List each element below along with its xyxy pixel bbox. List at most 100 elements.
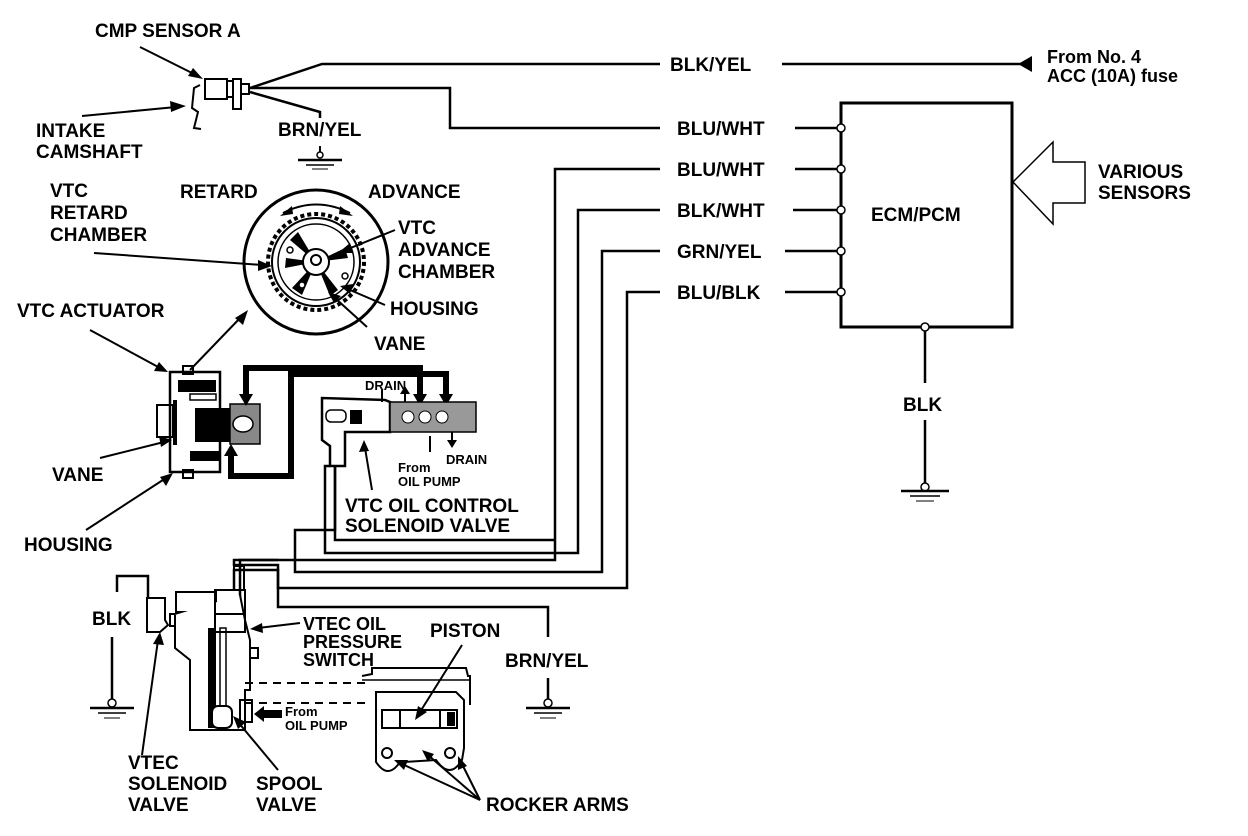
vtc-retard-chamber-label-3: CHAMBER bbox=[50, 225, 147, 246]
wire-label-grn-yel: GRN/YEL bbox=[677, 242, 762, 263]
arrowhead bbox=[154, 362, 168, 372]
housing-top-label: HOUSING bbox=[390, 299, 479, 320]
intake-camshaft-label-2: CAMSHAFT bbox=[36, 142, 143, 163]
arrowhead bbox=[258, 260, 272, 271]
wire-brn-yel-switch bbox=[238, 563, 550, 637]
arrowhead bbox=[394, 760, 408, 770]
vtc-oil-control-label-2: SOLENOID VALVE bbox=[345, 516, 510, 537]
various-sensors-label-2: SENSORS bbox=[1098, 183, 1191, 204]
cmp-sensor-label: CMP SENSOR A bbox=[95, 21, 241, 42]
arrowhead bbox=[188, 68, 203, 79]
vtc-retard-chamber-label-1: VTC bbox=[50, 181, 88, 202]
fuse-source-label-2: ACC (10A) fuse bbox=[1047, 66, 1178, 86]
oil-line-retard bbox=[243, 365, 423, 400]
housing-left-arrow bbox=[85, 477, 167, 531]
wire-label-blk-vtec: BLK bbox=[92, 609, 131, 630]
retard-chamber-arrow bbox=[93, 252, 263, 266]
vane-left-label: VANE bbox=[52, 465, 103, 486]
spool-valve-label-1: SPOOL bbox=[256, 774, 323, 795]
wire-label-blu-blk: BLU/BLK bbox=[677, 283, 761, 304]
wire-label-blk-ecm: BLK bbox=[903, 395, 942, 416]
wire-blk-wht bbox=[323, 208, 660, 555]
wire-label-blu-wht-2: BLU/WHT bbox=[677, 160, 765, 181]
fuse-arrow-icon bbox=[1018, 56, 1032, 72]
vtc-advance-chamber-label-1: VTC bbox=[398, 218, 436, 239]
arrowhead bbox=[159, 436, 172, 447]
arrowhead bbox=[224, 444, 238, 456]
arrowhead bbox=[170, 101, 186, 112]
vtec-solenoid-assembly bbox=[146, 565, 259, 731]
ground-icon bbox=[526, 698, 570, 719]
piston-label: PISTON bbox=[430, 621, 500, 642]
ground-icon bbox=[901, 482, 949, 502]
rocker-arms-arrow bbox=[461, 763, 481, 801]
oil-line-advance bbox=[228, 371, 449, 479]
arrowhead bbox=[439, 394, 453, 406]
rocker-arm-assembly bbox=[361, 667, 471, 772]
vtec-oil-pressure-switch-arrow bbox=[257, 622, 301, 629]
housing-left-label: HOUSING bbox=[24, 535, 113, 556]
arrowhead bbox=[233, 716, 246, 729]
actuator-to-sprocket-arrow bbox=[189, 315, 243, 371]
vtec-oil-pressure-switch-label-2: PRESSURE bbox=[303, 632, 402, 652]
arrowhead bbox=[338, 243, 353, 253]
wire-brn-yel-cmp bbox=[249, 90, 322, 118]
intake-camshaft-label-1: INTAKE bbox=[36, 121, 105, 142]
vtec-solenoid-label-2: SOLENOID bbox=[128, 774, 227, 795]
piston-arrow bbox=[419, 644, 463, 713]
ecm-pin bbox=[836, 164, 846, 174]
from-oil-pump-vtec-label-2: OIL PUMP bbox=[285, 718, 348, 733]
vtc-solenoid-wire-loop bbox=[333, 466, 555, 542]
wire-label-blk-wht: BLK/WHT bbox=[677, 201, 765, 222]
ecm-pin bbox=[920, 322, 930, 332]
arrowhead bbox=[153, 632, 164, 645]
wire-blu-wht-cmp bbox=[250, 86, 660, 130]
wire-blk-yel bbox=[249, 62, 660, 90]
wire-label-brn-yel-switch: BRN/YEL bbox=[505, 651, 589, 672]
spool-valve-arrow bbox=[237, 721, 279, 771]
drain-bottom-label: DRAIN bbox=[446, 452, 487, 467]
arrowhead bbox=[339, 206, 353, 216]
vtc-actuator bbox=[156, 365, 261, 479]
wire-blu-blk bbox=[232, 290, 660, 590]
cmp-sensor bbox=[190, 78, 250, 130]
arrowhead bbox=[413, 394, 427, 406]
advance-label: ADVANCE bbox=[368, 182, 461, 203]
fuse-source-label-1: From No. 4 bbox=[1047, 47, 1141, 67]
various-sensors-label-1: VARIOUS bbox=[1098, 162, 1183, 183]
wire-blk-vtec bbox=[115, 574, 150, 598]
from-oil-pump-vtc-label-2: OIL PUMP bbox=[398, 474, 461, 489]
arrowhead bbox=[250, 623, 263, 633]
ecm-pin bbox=[836, 123, 846, 133]
vtc-oil-control-arrow bbox=[364, 447, 373, 491]
rocker-arms-arrow bbox=[401, 763, 481, 801]
ground-icon bbox=[298, 146, 342, 170]
vane-top-label: VANE bbox=[374, 334, 425, 355]
vtc-sprocket bbox=[242, 188, 390, 336]
rocker-arms-arrow bbox=[427, 754, 481, 801]
ecm-pin bbox=[836, 205, 846, 215]
ecm-pin bbox=[836, 246, 846, 256]
housing-top-arrow bbox=[349, 289, 386, 306]
vtc-advance-chamber-label-3: CHAMBER bbox=[398, 262, 495, 283]
vtc-actuator-arrow bbox=[89, 329, 161, 369]
ecm-pcm-box bbox=[839, 101, 1014, 329]
arrowhead bbox=[447, 440, 457, 448]
wire-label-blu-wht-1: BLU/WHT bbox=[677, 119, 765, 140]
arrowhead bbox=[235, 310, 248, 325]
from-oil-pump-vtec-arrow-icon bbox=[254, 706, 282, 722]
spool-valve-label-2: VALVE bbox=[256, 795, 317, 816]
cmp-sensor-arrow bbox=[139, 46, 199, 77]
wire-label-blk-yel: BLK/YEL bbox=[670, 55, 752, 76]
arrowhead bbox=[160, 473, 173, 486]
arrowhead bbox=[239, 394, 253, 406]
arrowhead bbox=[458, 756, 467, 770]
vtc-actuator-label: VTC ACTUATOR bbox=[17, 301, 165, 322]
vane-left-arrow bbox=[99, 441, 165, 459]
vane-top-arrow bbox=[334, 297, 368, 328]
ecm-pin bbox=[836, 287, 846, 297]
arrowhead bbox=[415, 706, 427, 720]
vtc-oil-control-label-1: VTC OIL CONTROL bbox=[345, 496, 519, 517]
rocker-arms-label: ROCKER ARMS bbox=[486, 795, 629, 816]
